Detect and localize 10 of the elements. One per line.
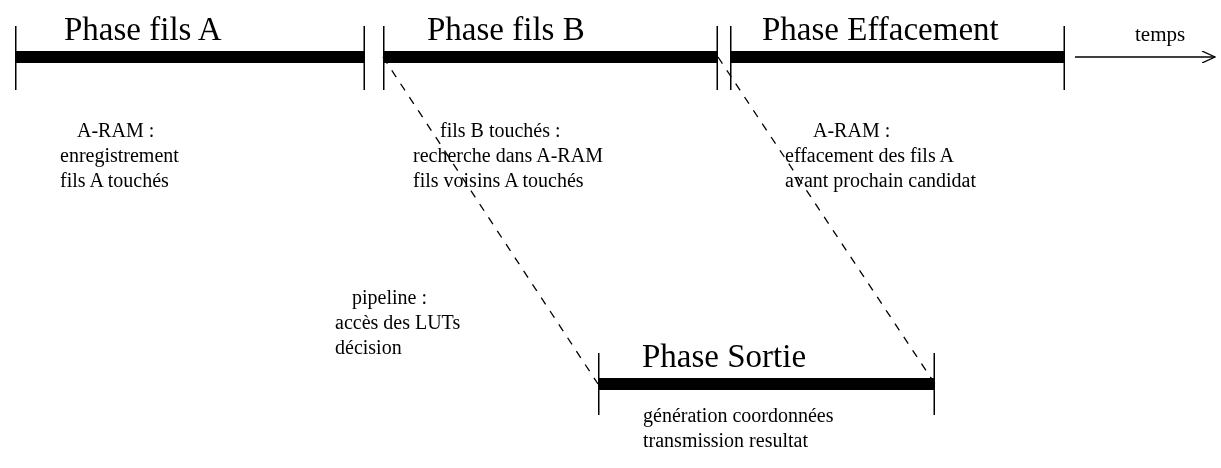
phase-description: enregistrement fils A touchés	[60, 143, 180, 193]
phase-description: A-RAM :	[76, 118, 156, 143]
pipeline-note: pipeline :	[351, 285, 428, 310]
phase-description: fils B touchés :	[439, 118, 562, 143]
phase-description: recherche dans A-RAM fils voisins A touchés	[413, 143, 604, 193]
phase-description: génération coordonnées transmission resultat	[643, 403, 835, 453]
time-label: temps	[1135, 22, 1186, 46]
phase-description: effacement des fils A avant prochain candidat	[785, 143, 978, 193]
pipeline-note: accès des LUTs décision	[335, 310, 462, 360]
phase-description: A-RAM :	[812, 118, 892, 143]
